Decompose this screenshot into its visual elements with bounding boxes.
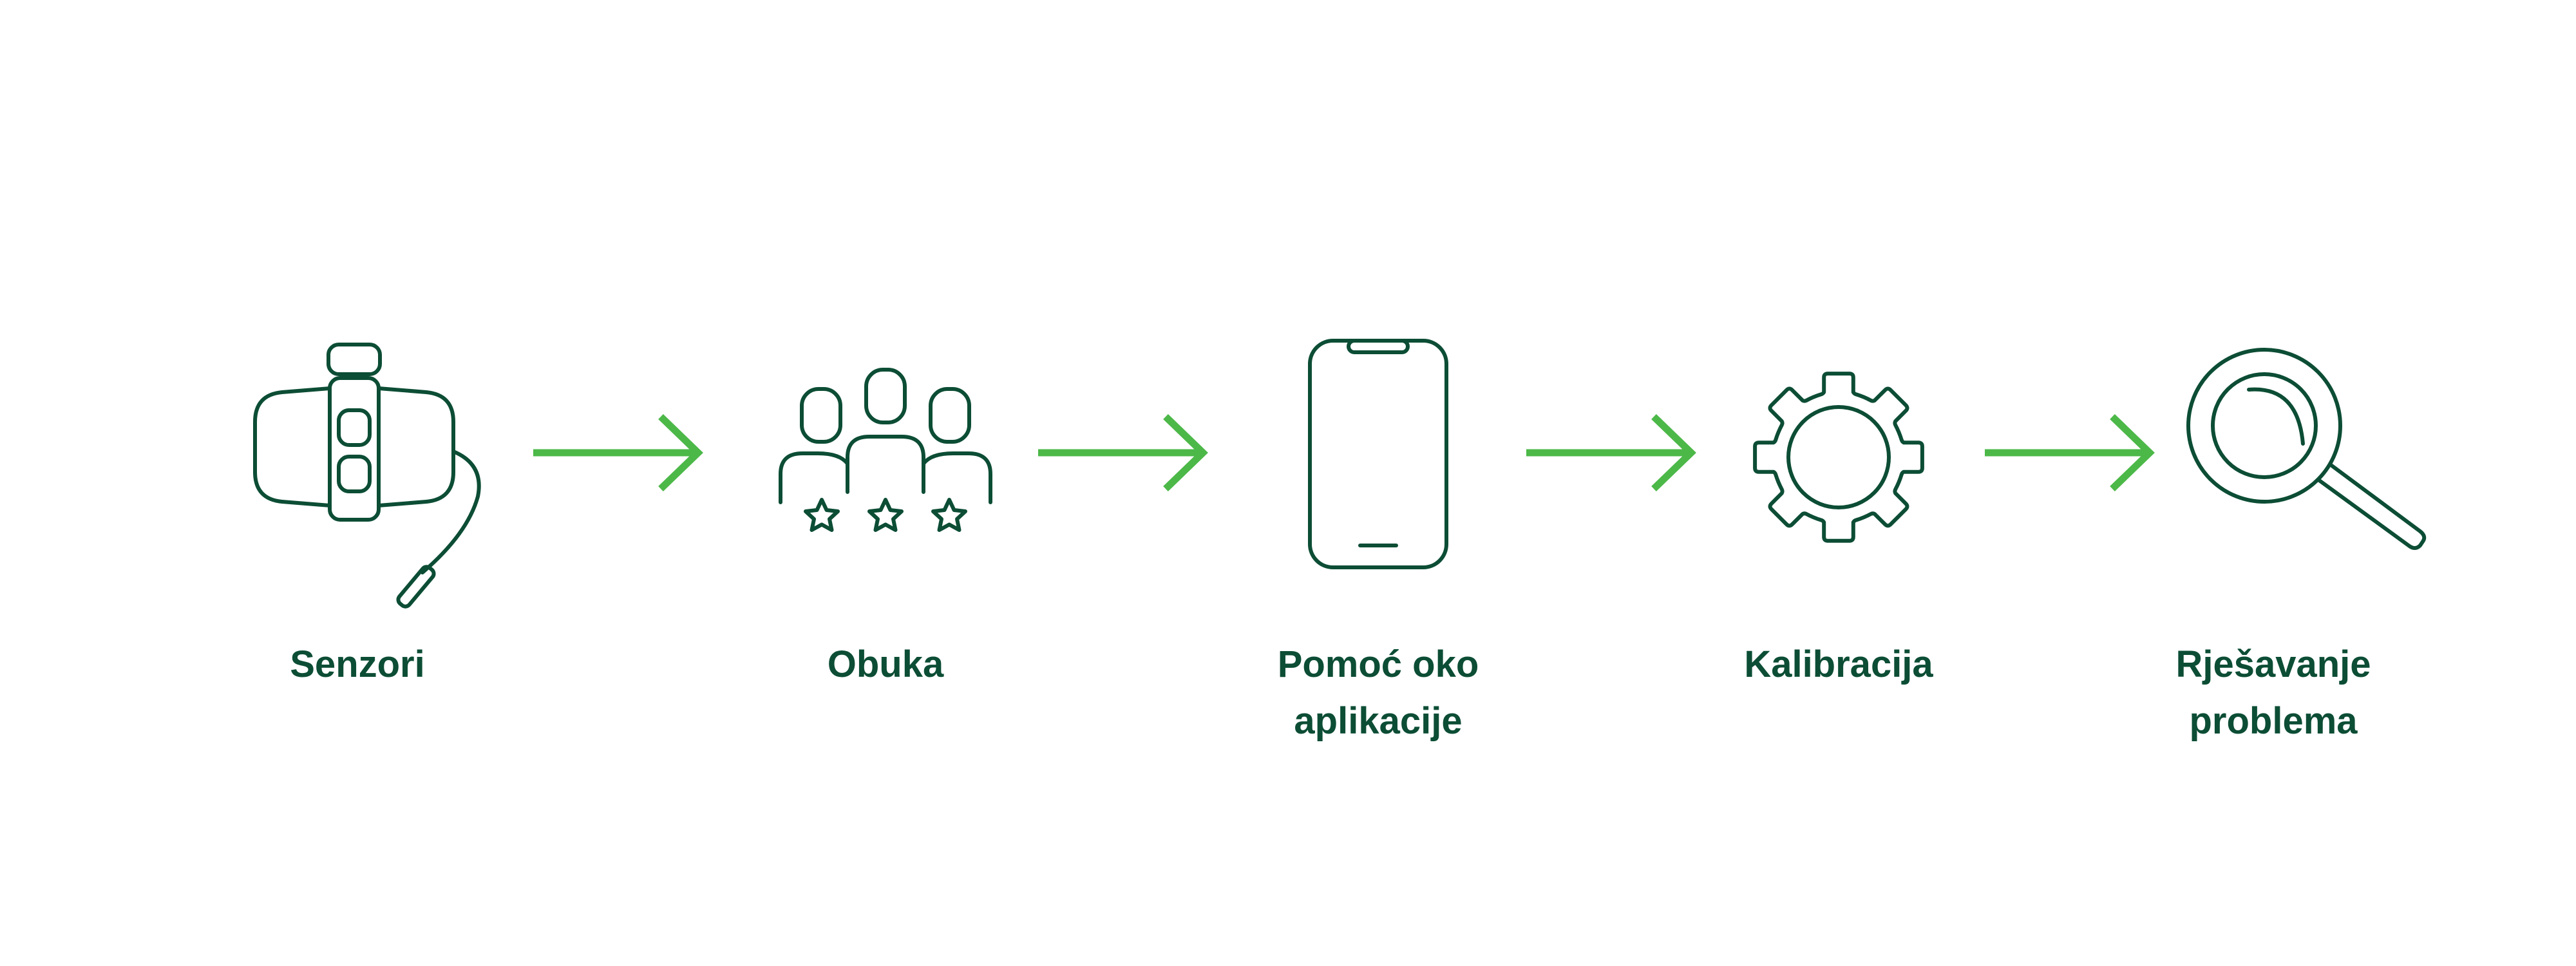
step-label-rjesavanje-problema: Rješavanje problema	[2175, 643, 2371, 742]
flow-arrow-1	[533, 414, 707, 491]
step-label-pomoc-oko-aplikacije: Pomoć oko aplikacije	[1277, 643, 1479, 742]
flow-arrow-3	[1526, 414, 1700, 491]
step-label-kalibracija: Kalibracija	[1744, 643, 1933, 685]
flow-arrow-4	[1985, 414, 2159, 491]
step-label-obuka: Obuka	[827, 643, 944, 685]
sensor-icon	[245, 338, 489, 609]
magnifier-icon	[2183, 345, 2428, 564]
training-group-icon	[773, 361, 998, 547]
gear-icon	[1726, 345, 1951, 570]
step-label-senzori: Senzori	[290, 643, 425, 685]
flow-arrow-2	[1038, 414, 1212, 491]
smartphone-icon	[1307, 338, 1449, 570]
